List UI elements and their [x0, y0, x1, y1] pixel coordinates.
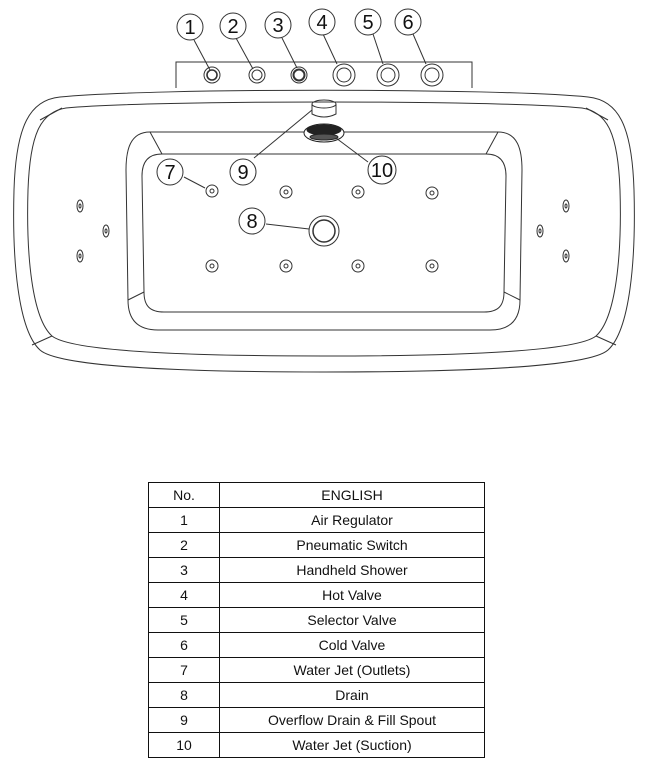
callout-1-label: 1	[184, 17, 195, 39]
cell-english: Water Jet (Outlets)	[219, 657, 485, 683]
callout-leaders	[183, 33, 427, 230]
water-jets	[76, 184, 570, 273]
cell-english: Handheld Shower	[219, 557, 485, 583]
callout-6-circle	[394, 8, 422, 36]
callout-9-circle	[229, 158, 257, 186]
tub-rim-corners	[31, 107, 617, 346]
callout-10-circle	[367, 155, 397, 185]
cell-english: Hot Valve	[219, 582, 485, 608]
cell-no: 2	[148, 532, 220, 558]
callout-5-label: 5	[362, 12, 373, 34]
cell-english: Selector Valve	[219, 607, 485, 633]
callout-2-circle	[219, 12, 247, 40]
callout-5-circle	[354, 8, 382, 36]
cell-no: 3	[148, 557, 220, 583]
callout-6-label: 6	[402, 12, 413, 34]
callout-9-label: 9	[237, 162, 248, 184]
cell-no: 5	[148, 607, 220, 633]
control-deck	[175, 61, 473, 88]
column-header-english: ENGLISH	[219, 482, 485, 508]
callout-4-circle	[308, 8, 336, 36]
tub-rim-inner-line	[27, 101, 621, 357]
cell-no: 6	[148, 632, 220, 658]
cell-no: 9	[148, 707, 220, 733]
tub-basin-ledge	[127, 131, 521, 301]
cell-english: Water Jet (Suction)	[219, 732, 485, 758]
cell-no: 10	[148, 732, 220, 758]
callout-3-circle	[264, 11, 292, 39]
callout-7-label: 7	[164, 162, 175, 184]
table-header-row: No. ENGLISH	[148, 482, 485, 508]
callout-3-label: 3	[272, 15, 283, 37]
control-knobs	[203, 63, 444, 87]
callout-4-label: 4	[316, 12, 327, 34]
cell-english: Air Regulator	[219, 507, 485, 533]
tub-basin-outer	[125, 131, 523, 331]
cell-english: Drain	[219, 682, 485, 708]
column-header-no: No.	[148, 482, 220, 508]
callout-8-circle	[238, 207, 266, 235]
cell-english: Pneumatic Switch	[219, 532, 485, 558]
callout-10-label: 10	[371, 160, 393, 182]
cell-no: 4	[148, 582, 220, 608]
cell-no: 7	[148, 657, 220, 683]
bathtub-diagram: 1 2 3 4 5 6 7 8 9 10	[13, 8, 635, 373]
suction-jet-grille	[303, 123, 345, 143]
cell-no: 8	[148, 682, 220, 708]
cell-english: Cold Valve	[219, 632, 485, 658]
tub-basin-inner	[141, 153, 507, 313]
callout-2-label: 2	[227, 16, 238, 38]
drain	[308, 215, 340, 247]
callout-1-circle	[176, 13, 204, 41]
callout-7-circle	[156, 158, 184, 186]
tub-outer-rim	[13, 89, 635, 373]
callout-8-label: 8	[246, 211, 257, 233]
cell-no: 1	[148, 507, 220, 533]
overflow-spout	[311, 99, 337, 118]
cell-english: Overflow Drain & Fill Spout	[219, 707, 485, 733]
